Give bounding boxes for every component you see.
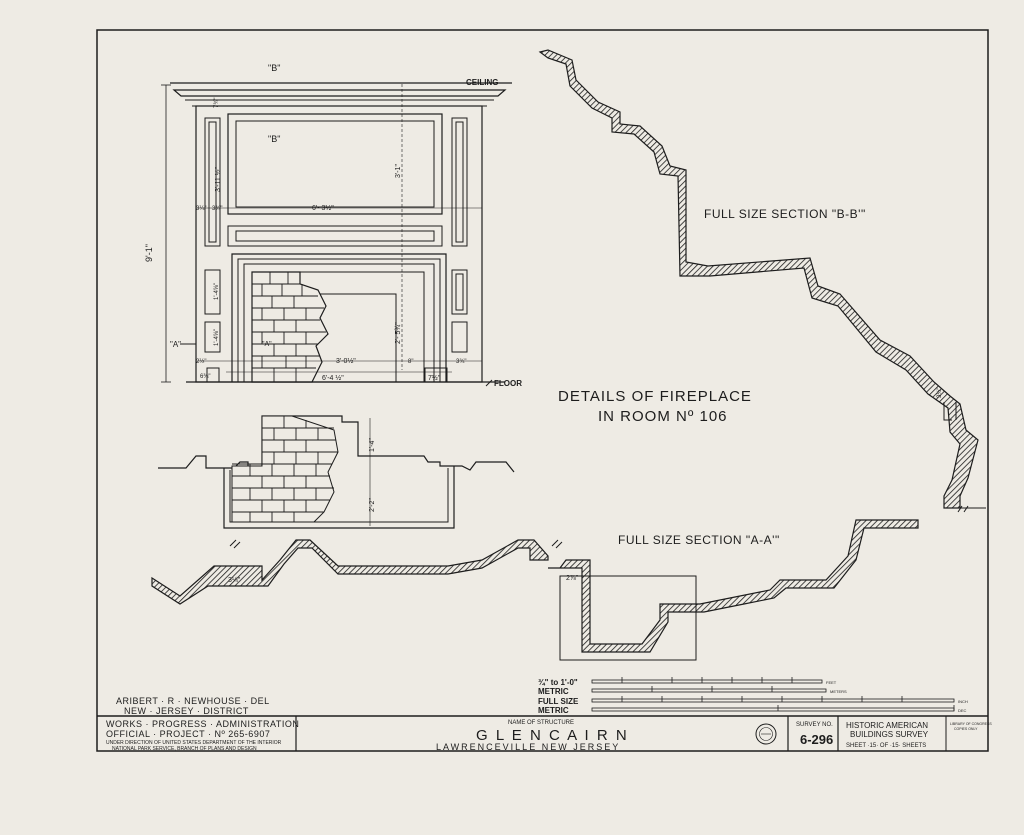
drawing-title-line2: IN ROOM Nº 106 — [598, 408, 728, 425]
dim-opening-width: 3'-0½" — [336, 357, 356, 365]
habs-line2: BUILDINGS SURVEY — [850, 730, 929, 739]
dim-d4: 8" — [408, 359, 413, 365]
dim-d7: 6⅜" — [200, 374, 210, 380]
scale-unit-1: FEET — [826, 680, 837, 685]
section-aa-label: FULL SIZE SECTION "A-A'" — [618, 533, 780, 547]
plan-dim-depth-top: 1'-4" — [369, 438, 376, 452]
loc-line1: LIBRARY OF CONGRESS — [950, 722, 992, 726]
wpa-line3: UNDER DIRECTION OF UNITED STATES DEPARTM… — [106, 740, 282, 746]
dim-d3: 2½" — [196, 358, 206, 365]
structure-location: LAWRENCEVILLE NEW JERSEY — [436, 742, 620, 752]
section-bb-label: FULL SIZE SECTION "B-B'" — [704, 207, 866, 221]
loc-line2: COPIES ONLY — [954, 727, 978, 731]
drawing-title-line1: DETAILS OF FIREPLACE — [558, 388, 752, 405]
dim-right-height: 3'-1" — [395, 164, 402, 178]
brick-hatching — [251, 271, 329, 383]
structure-name: G L E N C A I R N — [476, 727, 629, 744]
dim-panel-height: 3'-11 ½" — [214, 166, 222, 192]
dim-overall-width: 6'-4 ½" — [322, 374, 344, 382]
dim-d5: 1'-4⅝" — [214, 283, 220, 300]
section-a-marker-inner: "A" — [262, 341, 272, 348]
delineator-credit: ARIBERT · R · NEWHOUSE · DEL — [116, 696, 270, 706]
section-aa-profile: 3¼" 2⅞" FULL SIZE SECTION "A-A'" — [151, 519, 919, 661]
scale-label-1: ¾" to 1'-0" — [538, 678, 578, 687]
wpa-line2: OFFICIAL · PROJECT · Nº 265-6907 — [106, 729, 270, 739]
dim-d6: 1'-4⅝" — [214, 329, 220, 346]
dim-opening-height: 2'- 5¾" — [395, 322, 402, 344]
dim-base-right: 7½" — [428, 374, 441, 382]
sheet-number: SHEET ·15· OF ·15· SHEETS — [846, 743, 926, 749]
survey-no: 6-296 — [800, 732, 833, 747]
nps-seal-icon — [755, 723, 777, 745]
dim-d8: 3¾" — [456, 359, 466, 365]
scale-unit-3: INCH — [958, 699, 968, 704]
section-bb-profile: FULL SIZE SECTION "B-B'" 3½" — [538, 49, 986, 513]
wpa-line1: WORKS · PROGRESS · ADMINISTRATION — [106, 719, 299, 729]
survey-no-label: SURVEY NO. — [796, 722, 833, 728]
section-a-marker: "A" — [170, 340, 181, 349]
aa-dim-right: 2⅞" — [566, 575, 579, 582]
ceiling-label: CEILING — [466, 78, 498, 87]
scale-label-4: METRIC — [538, 706, 569, 715]
floor-label: FLOOR — [494, 379, 522, 388]
aa-dim-left: 3¼" — [228, 577, 241, 584]
dim-total-height: 9'-1" — [144, 244, 154, 262]
dim-panel-width: 6'- 3½" — [312, 204, 334, 212]
scale-label-3: FULL SIZE — [538, 697, 579, 706]
plan-dim-depth: 2'-2" — [369, 498, 376, 512]
structure-name-label: NAME OF STRUCTURE — [508, 720, 574, 726]
wpa-line4: NATIONAL PARK SERVICE, BRANCH OF PLANS A… — [112, 746, 257, 752]
dim-d2: 3¾" — [212, 206, 222, 212]
habs-line1: HISTORIC AMERICAN — [846, 721, 928, 730]
section-b-marker-top: "B" — [268, 63, 280, 73]
dim-d1: 3¼" — [196, 206, 206, 212]
scale-unit-2: METERS — [830, 689, 847, 694]
district-credit: NEW · JERSEY · DISTRICT — [124, 706, 249, 716]
dim-cornice: 7¾" — [214, 98, 220, 108]
scale-unit-4: DEC — [958, 708, 967, 713]
sheet-border — [96, 29, 989, 752]
scale-label-2: METRIC — [538, 687, 569, 696]
scale-bars: ¾" to 1'-0" METRIC FULL SIZE METRIC — [538, 677, 968, 715]
title-block: WORKS · PROGRESS · ADMINISTRATION OFFICI… — [106, 716, 992, 752]
fireplace-plan: 1'-4" 2'-2" — [158, 415, 515, 529]
fireplace-elevation: CEILING FLOOR "B" "B" "A" "A" 9'-1" 3'-1… — [144, 63, 522, 388]
section-b-marker-mid: "B" — [268, 134, 280, 144]
bb-dim-small: 3½" — [936, 388, 943, 398]
